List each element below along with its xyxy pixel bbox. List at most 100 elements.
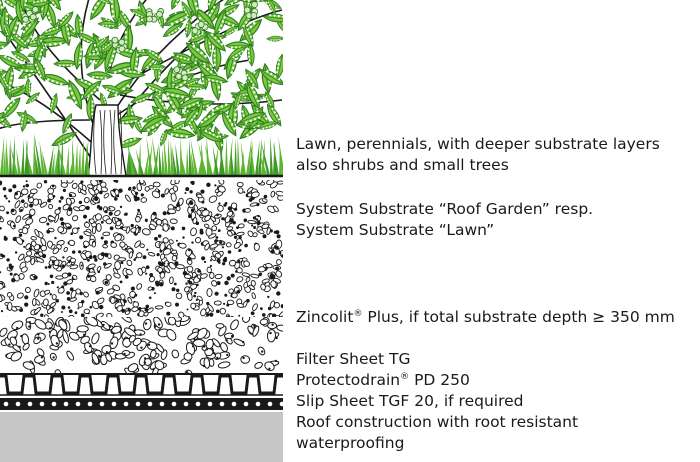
leaf xyxy=(53,59,78,68)
substrate-grain xyxy=(51,280,55,285)
substrate-stone xyxy=(148,223,157,230)
substrate-grain xyxy=(108,211,113,216)
bark-line xyxy=(109,109,113,175)
substrate-grain xyxy=(74,311,78,315)
leaf xyxy=(73,41,83,71)
substrate-grain xyxy=(51,260,55,264)
substrate-stone xyxy=(128,251,134,259)
berry xyxy=(175,72,183,80)
zincolit-stone xyxy=(76,325,89,333)
zincolit-stone xyxy=(22,361,35,370)
protectodrain-element xyxy=(0,374,283,396)
zincolit-stone xyxy=(91,332,100,345)
leaf xyxy=(0,41,10,52)
substrate-stone xyxy=(68,239,76,247)
substrate-grain xyxy=(176,288,180,292)
grass-blade xyxy=(72,137,75,175)
leaf xyxy=(204,30,227,52)
substrate-stone xyxy=(206,287,213,298)
zincolit-drainage-layer xyxy=(0,317,283,373)
trunk-outline xyxy=(87,104,127,177)
label-lower-layers: Filter Sheet TG Protectodrain® PD 250 Sl… xyxy=(296,349,578,454)
substrate-grain xyxy=(236,290,241,294)
substrate-stone xyxy=(22,213,31,220)
substrate-grain xyxy=(238,314,241,317)
substrate-stone xyxy=(172,185,179,192)
substrate-grain xyxy=(273,230,277,234)
substrate-stone xyxy=(186,265,194,273)
substrate-grain xyxy=(175,239,178,242)
substrate-grain xyxy=(218,261,221,264)
substrate-stone xyxy=(278,310,283,317)
slip-sheet-dot xyxy=(147,401,153,407)
substrate-stone xyxy=(32,297,37,307)
leaf xyxy=(129,9,148,18)
grass-blade xyxy=(75,142,78,175)
substrate-grain xyxy=(78,250,82,254)
grass-blade xyxy=(250,141,255,175)
bark-line xyxy=(103,109,107,175)
grass-blade xyxy=(170,139,174,175)
substrate-stone xyxy=(164,188,170,195)
substrate-stone xyxy=(63,246,68,253)
substrate-stone xyxy=(199,273,208,279)
leaf xyxy=(86,71,114,80)
substrate-stone xyxy=(227,230,233,237)
substrate-stone xyxy=(154,305,164,310)
substrate-stone xyxy=(208,195,218,203)
substrate-stone xyxy=(32,198,40,206)
slip-sheet-layer xyxy=(0,398,283,410)
substrate-grain xyxy=(190,208,195,212)
zincolit-stone xyxy=(128,335,136,343)
substrate-layer xyxy=(0,180,283,317)
substrate-stone xyxy=(77,301,84,308)
substrate-stone xyxy=(200,308,207,317)
leaf xyxy=(202,74,229,84)
zincolit-grain xyxy=(140,346,143,349)
substrate-stone xyxy=(140,197,148,203)
slip-sheet-dot xyxy=(15,401,21,407)
zincolit-stone xyxy=(259,318,269,326)
substrate-grain xyxy=(80,313,85,317)
substrate-stone xyxy=(4,316,11,317)
substrate-grain xyxy=(251,224,254,227)
substrate-stone xyxy=(94,286,104,292)
leaf xyxy=(94,0,113,5)
substrate-grain xyxy=(253,316,256,317)
substrate-grain xyxy=(58,200,62,203)
substrate-grain xyxy=(173,206,177,209)
substrate-stone xyxy=(186,292,193,301)
substrate-stone xyxy=(247,220,257,225)
substrate-grain xyxy=(29,203,34,208)
substrate-stone xyxy=(169,218,178,225)
substrate-stone xyxy=(57,287,65,294)
substrate-stone xyxy=(275,270,283,278)
zincolit-stone xyxy=(166,329,177,341)
zincolit-grain xyxy=(231,334,234,338)
substrate-grain xyxy=(185,282,188,285)
substrate-stone xyxy=(114,260,121,271)
substrate-grain xyxy=(25,183,30,188)
substrate-grain xyxy=(114,197,118,201)
substrate-grain xyxy=(99,304,104,310)
grass-blade xyxy=(261,139,266,175)
substrate-grain xyxy=(0,217,2,220)
roof-construction xyxy=(0,412,283,462)
substrate-grain xyxy=(214,291,219,296)
substrate-grain xyxy=(227,250,232,254)
grass-blade xyxy=(66,145,69,175)
zincolit-stone xyxy=(264,361,275,371)
slip-sheet-dot xyxy=(3,401,9,407)
substrate-grain xyxy=(156,253,160,257)
zincolit-stone xyxy=(85,317,99,327)
substrate-grain xyxy=(281,254,283,258)
grass-blade xyxy=(9,138,12,175)
substrate-grain xyxy=(267,295,270,299)
substrate-grain xyxy=(181,226,186,231)
substrate-grain xyxy=(94,258,98,262)
berry xyxy=(181,74,189,82)
slip-sheet-dot xyxy=(99,401,105,407)
grass-blade xyxy=(261,141,270,175)
substrate-grain xyxy=(25,180,28,183)
substrate-stone xyxy=(50,244,56,250)
